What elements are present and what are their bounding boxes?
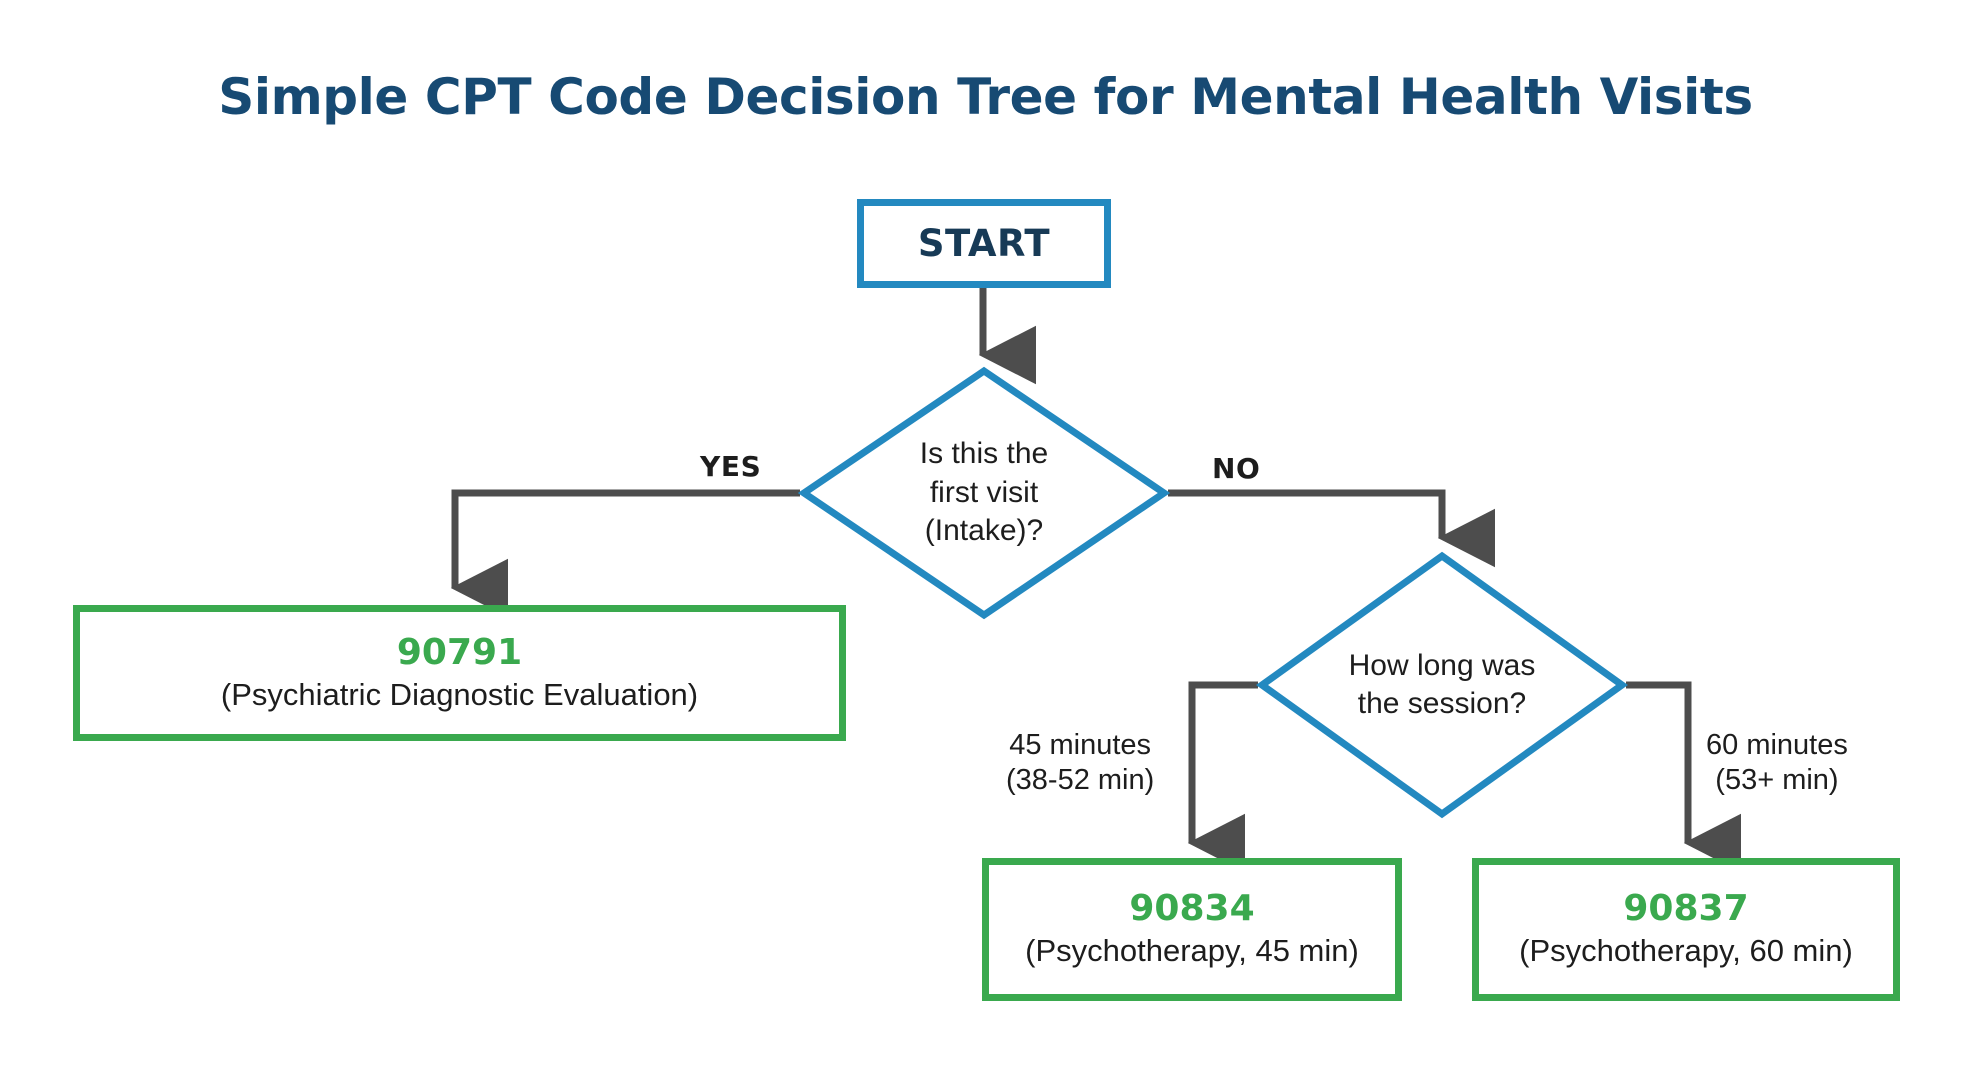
edge-yes-to-90791	[450, 489, 800, 618]
node-decision-intake[interactable]: Is this the first visit (Intake)?	[797, 366, 1171, 620]
node-start[interactable]: START	[857, 199, 1111, 288]
code-90834-value: 90834	[1129, 888, 1255, 930]
diamond-shape-duration	[1255, 551, 1629, 819]
node-code-90837[interactable]: 90837 (Psychotherapy, 60 min)	[1472, 858, 1900, 1001]
code-90834-description: (Psychotherapy, 45 min)	[1025, 933, 1359, 969]
edge-label-60-line2: (53+ min)	[1715, 763, 1839, 796]
code-90837-description: (Psychotherapy, 60 min)	[1519, 933, 1853, 969]
code-90791-value: 90791	[396, 631, 523, 673]
node-start-label: START	[917, 222, 1051, 265]
edge-label-no: NO	[1212, 452, 1261, 485]
edge-60min-to-90837	[1626, 681, 1742, 873]
edge-label-60-minutes: 60 minutes (53+ min)	[1706, 728, 1848, 798]
page-title: Simple CPT Code Decision Tree for Mental…	[218, 68, 1753, 126]
edge-label-45-minutes: 45 minutes (38-52 min)	[1006, 728, 1154, 798]
code-90791-description: (Psychiatric Diagnostic Evaluation)	[220, 676, 699, 712]
edge-45min-to-90834	[1187, 681, 1258, 873]
edge-label-45-line2: (38-52 min)	[1006, 763, 1155, 796]
code-90837-value: 90837	[1623, 888, 1749, 930]
node-code-90834[interactable]: 90834 (Psychotherapy, 45 min)	[982, 858, 1402, 1001]
edge-no-to-duration	[1168, 489, 1496, 568]
edge-label-60-line1: 60 minutes	[1706, 729, 1848, 761]
diamond-shape-intake	[797, 366, 1171, 620]
node-decision-duration[interactable]: How long was the session?	[1255, 551, 1629, 819]
node-code-90791[interactable]: 90791 (Psychiatric Diagnostic Evaluation…	[73, 605, 846, 741]
edge-label-45-line1: 45 minutes	[1009, 729, 1152, 761]
edge-label-yes: YES	[700, 450, 762, 483]
